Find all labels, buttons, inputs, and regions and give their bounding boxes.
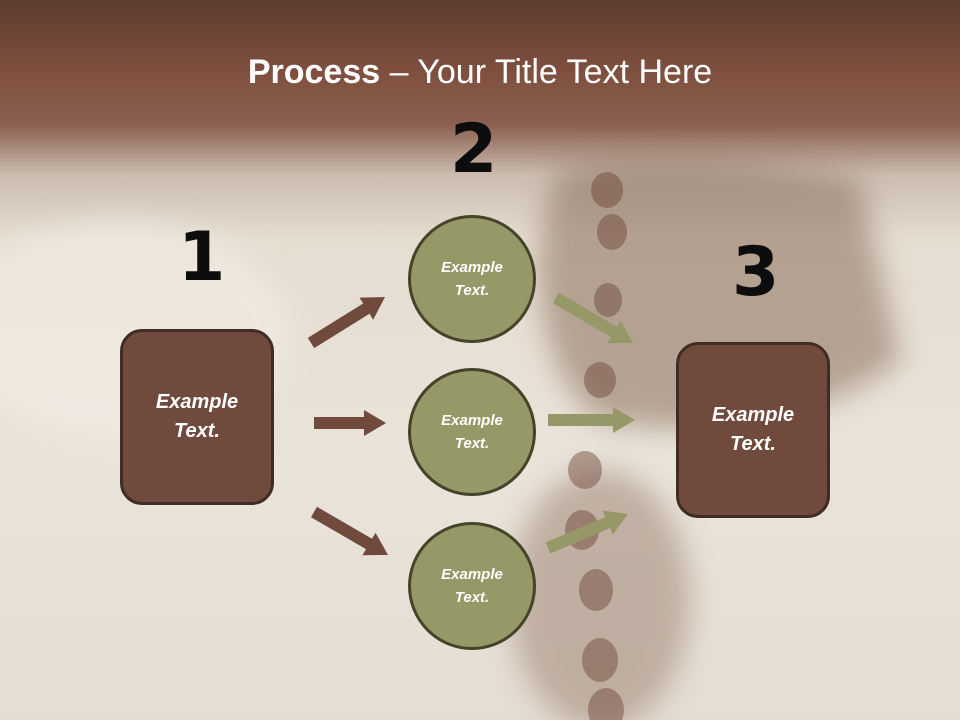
title-bold: Process bbox=[247, 53, 381, 91]
step-3-box: Example Text. bbox=[676, 342, 830, 518]
step-1-box: Example Text. bbox=[120, 329, 274, 505]
arrow-down-right-2 bbox=[553, 292, 633, 344]
arrow-down-right-1 bbox=[311, 506, 388, 556]
step-2-label-top: Example Text. bbox=[441, 259, 503, 299]
step-number-1: 1 bbox=[178, 218, 226, 297]
arrow-right-1 bbox=[314, 410, 386, 436]
step-2-circle-top: Example Text. bbox=[408, 215, 536, 343]
step-number-3: 3 bbox=[732, 233, 780, 312]
arrow-right-2 bbox=[548, 407, 635, 433]
step-2-label-bottom: Example Text. bbox=[441, 566, 503, 606]
arrow-up-right-1 bbox=[307, 297, 385, 349]
step-2-circle-middle: Example Text. bbox=[408, 368, 536, 496]
arrow-up-right-2 bbox=[545, 510, 628, 554]
slide-title: Process – Your Title Text Here bbox=[0, 53, 960, 92]
step-2-circle-bottom: Example Text. bbox=[408, 522, 536, 650]
title-rest: – Your Title Text Here bbox=[380, 53, 713, 91]
step-2-label-middle: Example Text. bbox=[441, 412, 503, 452]
step-3-label: Example Text. bbox=[711, 404, 795, 455]
step-1-label: Example Text. bbox=[155, 391, 239, 442]
step-number-2: 2 bbox=[450, 110, 498, 189]
